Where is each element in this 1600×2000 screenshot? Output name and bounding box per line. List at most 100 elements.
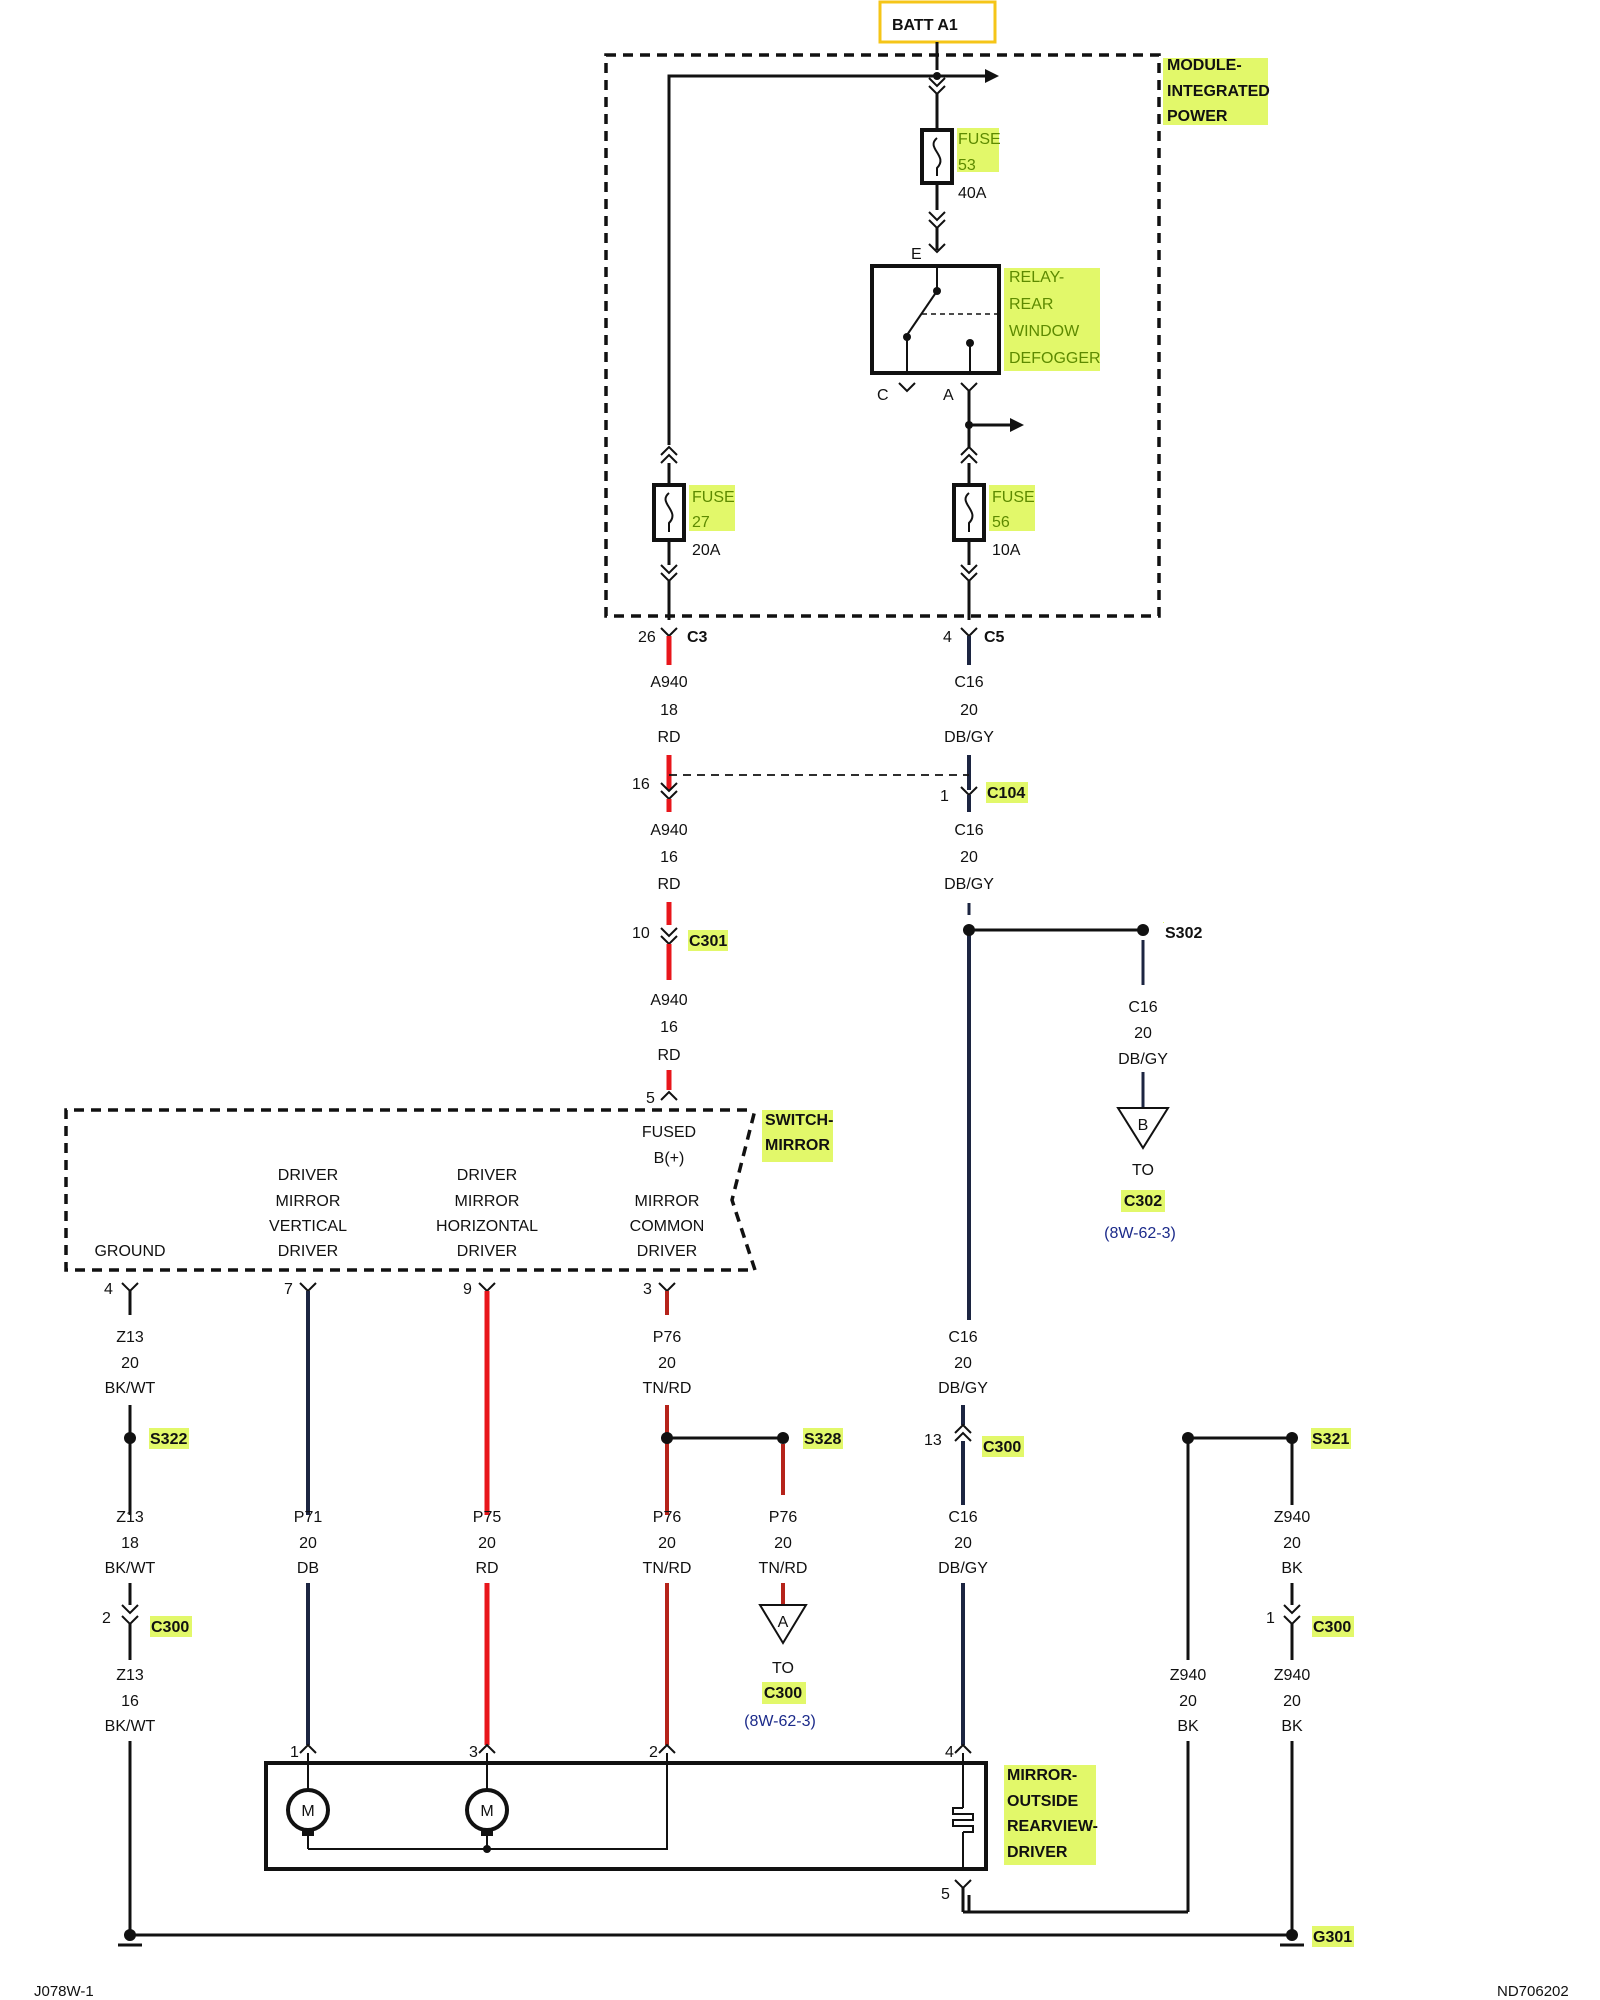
wire-c16-1-gauge: 20 bbox=[960, 702, 978, 719]
switch-fused-2: B(+) bbox=[654, 1150, 685, 1167]
wire-a940-1-color: RD bbox=[657, 729, 680, 746]
c5-pin: 4 bbox=[943, 629, 952, 646]
wire-z940-1-id: Z940 bbox=[1274, 1509, 1311, 1526]
m-p3-pin: 3 bbox=[469, 1744, 478, 1761]
fuse-56-num: 56 bbox=[992, 514, 1010, 531]
wire-c16-4-color: DB/GY bbox=[938, 1560, 988, 1577]
switch-vert-4: DRIVER bbox=[278, 1243, 338, 1260]
fuse-56-rating: 10A bbox=[992, 542, 1021, 559]
switch-mirror-box bbox=[64, 1108, 758, 1272]
wire-p76-2-id: P76 bbox=[653, 1509, 682, 1526]
wire-c16-3-id: C16 bbox=[948, 1329, 977, 1346]
relay-label-3: WINDOW bbox=[1009, 323, 1080, 340]
switch-mirror-line2: MIRROR bbox=[765, 1137, 830, 1154]
wire-z940-1-gauge: 20 bbox=[1283, 1535, 1301, 1552]
c300-mid-pin: 13 bbox=[924, 1432, 942, 1449]
wire-c16-s302-color: DB/GY bbox=[1118, 1051, 1168, 1068]
offpage-a-to: TO bbox=[772, 1660, 794, 1677]
wire-z13-1-color: BK/WT bbox=[105, 1380, 156, 1397]
wire-p76-1-id: P76 bbox=[653, 1329, 682, 1346]
s328-label: S328 bbox=[804, 1431, 841, 1448]
c300-left-pin: 2 bbox=[102, 1610, 111, 1627]
wire-z940-2-color: BK bbox=[1177, 1718, 1199, 1735]
batt-a1-label: BATT A1 bbox=[892, 17, 958, 34]
wire-a940-3-color: RD bbox=[657, 1047, 680, 1064]
module-integrated-power-line2: INTEGRATED bbox=[1167, 83, 1270, 100]
m-p2-pin: 2 bbox=[649, 1744, 658, 1761]
switch-common-3: DRIVER bbox=[637, 1243, 697, 1260]
offpage-a-triangle bbox=[758, 1604, 808, 1645]
wire-p71-color: DB bbox=[297, 1560, 319, 1577]
switch-vert-2: MIRROR bbox=[276, 1193, 341, 1210]
switch-common-1: MIRROR bbox=[635, 1193, 700, 1210]
relay-pin-a: A bbox=[943, 387, 954, 404]
wire-z13-1-id: Z13 bbox=[116, 1329, 144, 1346]
mirror-heater-element bbox=[952, 1807, 974, 1833]
wire-c16-s302-gauge: 20 bbox=[1134, 1025, 1152, 1042]
wire-z940-2-gauge: 20 bbox=[1179, 1693, 1197, 1710]
s321-label: S321 bbox=[1312, 1431, 1349, 1448]
wire-p76-3-color: TN/RD bbox=[759, 1560, 808, 1577]
wire-p76-3-gauge: 20 bbox=[774, 1535, 792, 1552]
fuse-27-name: FUSE bbox=[692, 489, 735, 506]
wire-z940-1-color: BK bbox=[1281, 1560, 1303, 1577]
relay-rear-window-defogger bbox=[870, 264, 1001, 375]
switch-ground-label: GROUND bbox=[94, 1243, 165, 1260]
c104-left-pin: 16 bbox=[632, 776, 650, 793]
motor-vertical-letter: M bbox=[301, 1803, 314, 1820]
wire-c16-3-gauge: 20 bbox=[954, 1355, 972, 1372]
offpage-a-ref: (8W-62-3) bbox=[744, 1713, 816, 1730]
offpage-b-conn: C302 bbox=[1124, 1193, 1162, 1210]
wire-a940-3-id: A940 bbox=[650, 992, 687, 1009]
g301-label: G301 bbox=[1313, 1929, 1352, 1946]
wire-p75-gauge: 20 bbox=[478, 1535, 496, 1552]
s322-label: S322 bbox=[150, 1431, 187, 1448]
mirror-line4: DRIVER bbox=[1007, 1844, 1068, 1861]
switch-horiz-2: MIRROR bbox=[455, 1193, 520, 1210]
wire-a940-1-gauge: 18 bbox=[660, 702, 678, 719]
offpage-a-conn: C300 bbox=[764, 1685, 802, 1702]
wire-z13-3-color: BK/WT bbox=[105, 1718, 156, 1735]
fuse-53-name: FUSE bbox=[958, 131, 1001, 148]
wire-p71-id: P71 bbox=[294, 1509, 323, 1526]
wire-p76-1-color: TN/RD bbox=[643, 1380, 692, 1397]
s302-label: S302 bbox=[1165, 925, 1202, 942]
relay-label-4: DEFOGGER bbox=[1009, 350, 1101, 367]
c5-name: C5 bbox=[984, 629, 1005, 646]
wire-c16-2-color: DB/GY bbox=[944, 876, 994, 893]
c300-right-name: C300 bbox=[1313, 1619, 1351, 1636]
mirror-line1: MIRROR- bbox=[1007, 1767, 1077, 1784]
fuse-53-rating: 40A bbox=[958, 185, 987, 202]
switch-horiz-1: DRIVER bbox=[457, 1167, 517, 1184]
wire-z13-3-gauge: 16 bbox=[121, 1693, 139, 1710]
footer-right: ND706202 bbox=[1497, 1983, 1569, 2000]
m-p4-pin: 4 bbox=[945, 1744, 954, 1761]
wire-c16-1-color: DB/GY bbox=[944, 729, 994, 746]
motor-horizontal-letter: M bbox=[480, 1803, 493, 1820]
wire-z13-3-id: Z13 bbox=[116, 1667, 144, 1684]
wire-a940-3-gauge: 16 bbox=[660, 1019, 678, 1036]
switch-fused-1: FUSED bbox=[642, 1124, 696, 1141]
switch-vert-1: DRIVER bbox=[278, 1167, 338, 1184]
wire-p75-id: P75 bbox=[473, 1509, 502, 1526]
c3-name: C3 bbox=[687, 629, 708, 646]
sw-p7-pin: 7 bbox=[284, 1281, 293, 1298]
module-integrated-power-line1: MODULE- bbox=[1167, 57, 1242, 74]
switch-horiz-3: HORIZONTAL bbox=[436, 1218, 538, 1235]
c104-name: C104 bbox=[987, 785, 1025, 802]
fuse-56-name: FUSE bbox=[992, 489, 1035, 506]
wire-z940-3-gauge: 20 bbox=[1283, 1693, 1301, 1710]
wire-z940-3-color: BK bbox=[1281, 1718, 1303, 1735]
relay-label-2: REAR bbox=[1009, 296, 1053, 313]
switch-horiz-4: DRIVER bbox=[457, 1243, 517, 1260]
relay-pin-c: C bbox=[877, 387, 889, 404]
wire-c16-2-gauge: 20 bbox=[960, 849, 978, 866]
switch-in-pin: 5 bbox=[646, 1090, 655, 1107]
c301-name: C301 bbox=[689, 933, 727, 950]
wire-a940-2-id: A940 bbox=[650, 822, 687, 839]
wire-p75-color: RD bbox=[475, 1560, 498, 1577]
wire-z13-2-id: Z13 bbox=[116, 1509, 144, 1526]
offpage-b-triangle bbox=[1116, 1107, 1170, 1150]
c104-pin: 1 bbox=[940, 788, 949, 805]
m-p5-pin: 5 bbox=[941, 1886, 950, 1903]
